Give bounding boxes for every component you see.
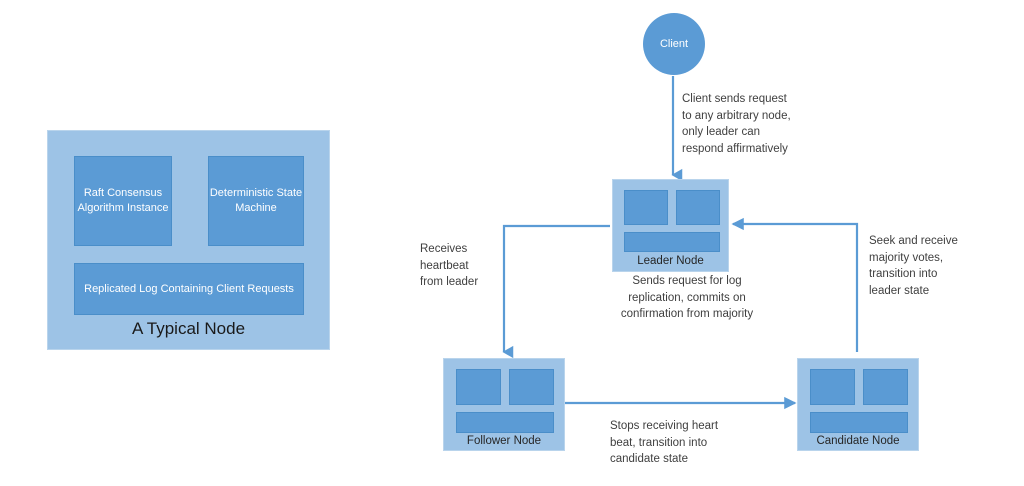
note-leader-behavior: Sends request for log replication, commi… xyxy=(620,275,754,320)
candidate-node: Candidate Node xyxy=(797,358,919,451)
follower-node: Follower Node xyxy=(443,358,565,451)
leader-node: Leader Node xyxy=(612,179,729,272)
follower-block-consensus xyxy=(456,369,501,405)
candidate-block-log xyxy=(810,412,908,433)
leader-block-consensus xyxy=(624,190,668,225)
follower-node-label: Follower Node xyxy=(466,435,542,447)
block-state-machine: Deterministic State Machine xyxy=(208,156,304,246)
typical-node-panel: Raft Consensus Algorithm Instance Determ… xyxy=(47,130,330,350)
follower-block-state-machine xyxy=(509,369,554,405)
client-label: Client xyxy=(659,38,689,50)
candidate-block-state-machine xyxy=(863,369,908,405)
candidate-block-consensus xyxy=(810,369,855,405)
note-leader-to-follower: Receives heartbeat from leader xyxy=(420,243,479,288)
leader-block-state-machine xyxy=(676,190,720,225)
follower-block-log xyxy=(456,412,554,433)
block-replicated-log: Replicated Log Containing Client Request… xyxy=(74,263,304,315)
client-node: Client xyxy=(643,13,705,75)
note-follower-to-candidate: Stops receiving heart beat, transition i… xyxy=(610,420,719,465)
leader-block-log xyxy=(624,232,720,252)
leader-node-label: Leader Node xyxy=(637,255,704,267)
block-raft-consensus: Raft Consensus Algorithm Instance xyxy=(74,156,172,246)
typical-node-caption: A Typical Node xyxy=(131,319,246,338)
note-client-request: Client sends request to any arbitrary no… xyxy=(682,93,791,155)
note-candidate-to-leader: Seek and receive majority votes, transit… xyxy=(869,235,958,297)
candidate-node-label: Candidate Node xyxy=(816,435,900,447)
